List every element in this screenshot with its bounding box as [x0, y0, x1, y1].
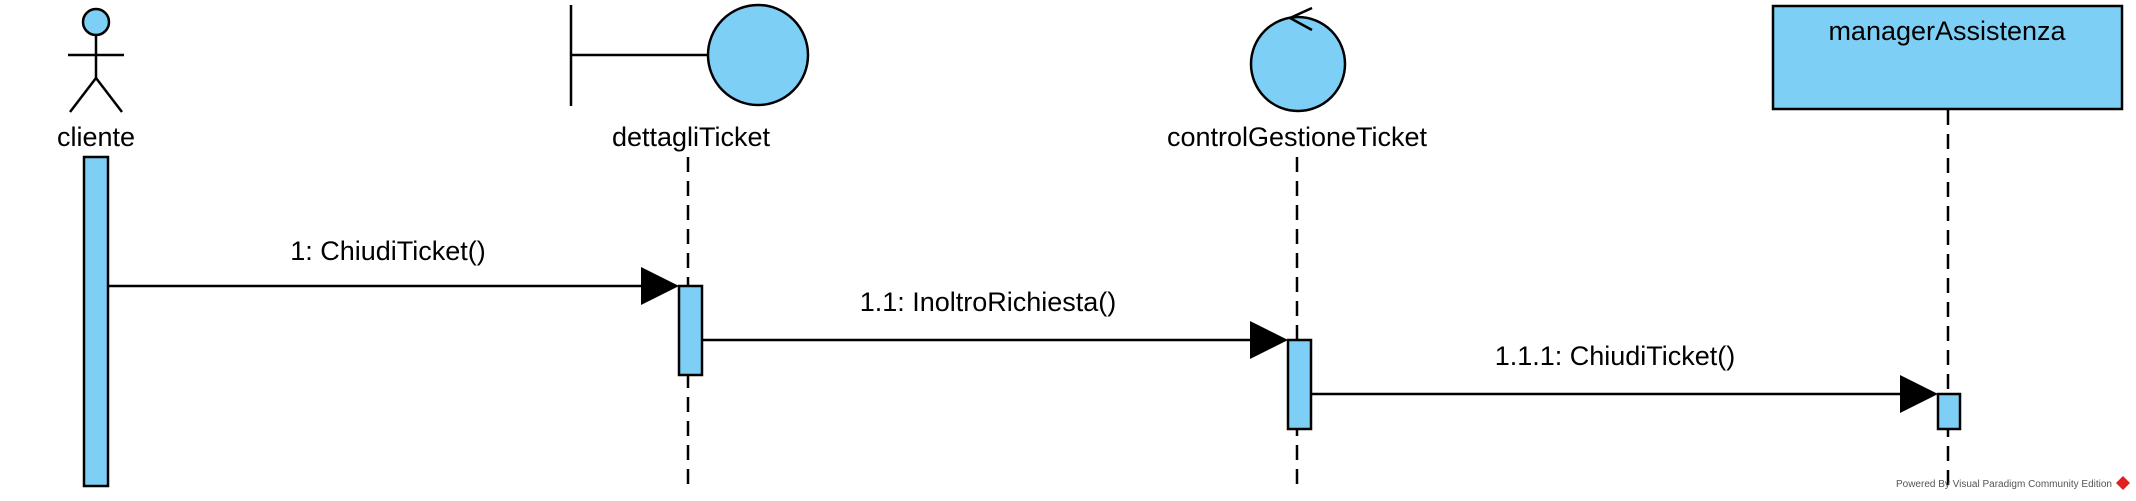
boundary-icon — [569, 3, 810, 107]
message-label-1-1: 1.1: InoltroRichiesta() — [860, 287, 1117, 317]
message-label-1: 1: ChiudiTicket() — [290, 236, 486, 266]
arrowhead-icon — [1250, 321, 1288, 359]
arrowhead-icon — [1900, 375, 1938, 413]
activation-bar-cliente — [82, 155, 110, 488]
watermark: Powered By Visual Paradigm Community Edi… — [1896, 476, 2130, 490]
lifeline-cliente[interactable]: cliente — [57, 7, 135, 488]
message-1-1-1[interactable]: 1.1.1: ChiudiTicket() — [1311, 341, 1938, 413]
control-icon — [1249, 6, 1347, 113]
activation-bar-dettagliTicket — [677, 284, 704, 377]
lifeline-controlGestioneTicket[interactable]: controlGestioneTicket — [1167, 6, 1428, 490]
activation-bar-managerAssistenza — [1936, 392, 1962, 431]
visual-paradigm-logo-icon — [2116, 476, 2130, 490]
message-1[interactable]: 1: ChiudiTicket() — [108, 236, 679, 305]
lifeline-label-cliente: cliente — [57, 122, 135, 152]
lifeline-dettagliTicket[interactable]: dettagliTicket — [569, 3, 810, 490]
watermark-text: Powered By Visual Paradigm Community Edi… — [1896, 479, 2112, 490]
actor-icon — [68, 7, 124, 113]
activation-bar-controlGestioneTicket — [1286, 338, 1313, 431]
entity-box — [1771, 4, 2124, 111]
message-label-1-1-1: 1.1.1: ChiudiTicket() — [1495, 341, 1736, 371]
lifeline-label-dettagliTicket: dettagliTicket — [612, 122, 771, 152]
arrowhead-icon — [641, 267, 679, 305]
message-1-1[interactable]: 1.1: InoltroRichiesta() — [702, 287, 1288, 359]
lifeline-label-managerAssistenza: managerAssistenza — [1828, 16, 2066, 46]
lifeline-managerAssistenza[interactable]: managerAssistenza — [1771, 4, 2124, 490]
lifeline-label-controlGestioneTicket: controlGestioneTicket — [1167, 122, 1428, 152]
